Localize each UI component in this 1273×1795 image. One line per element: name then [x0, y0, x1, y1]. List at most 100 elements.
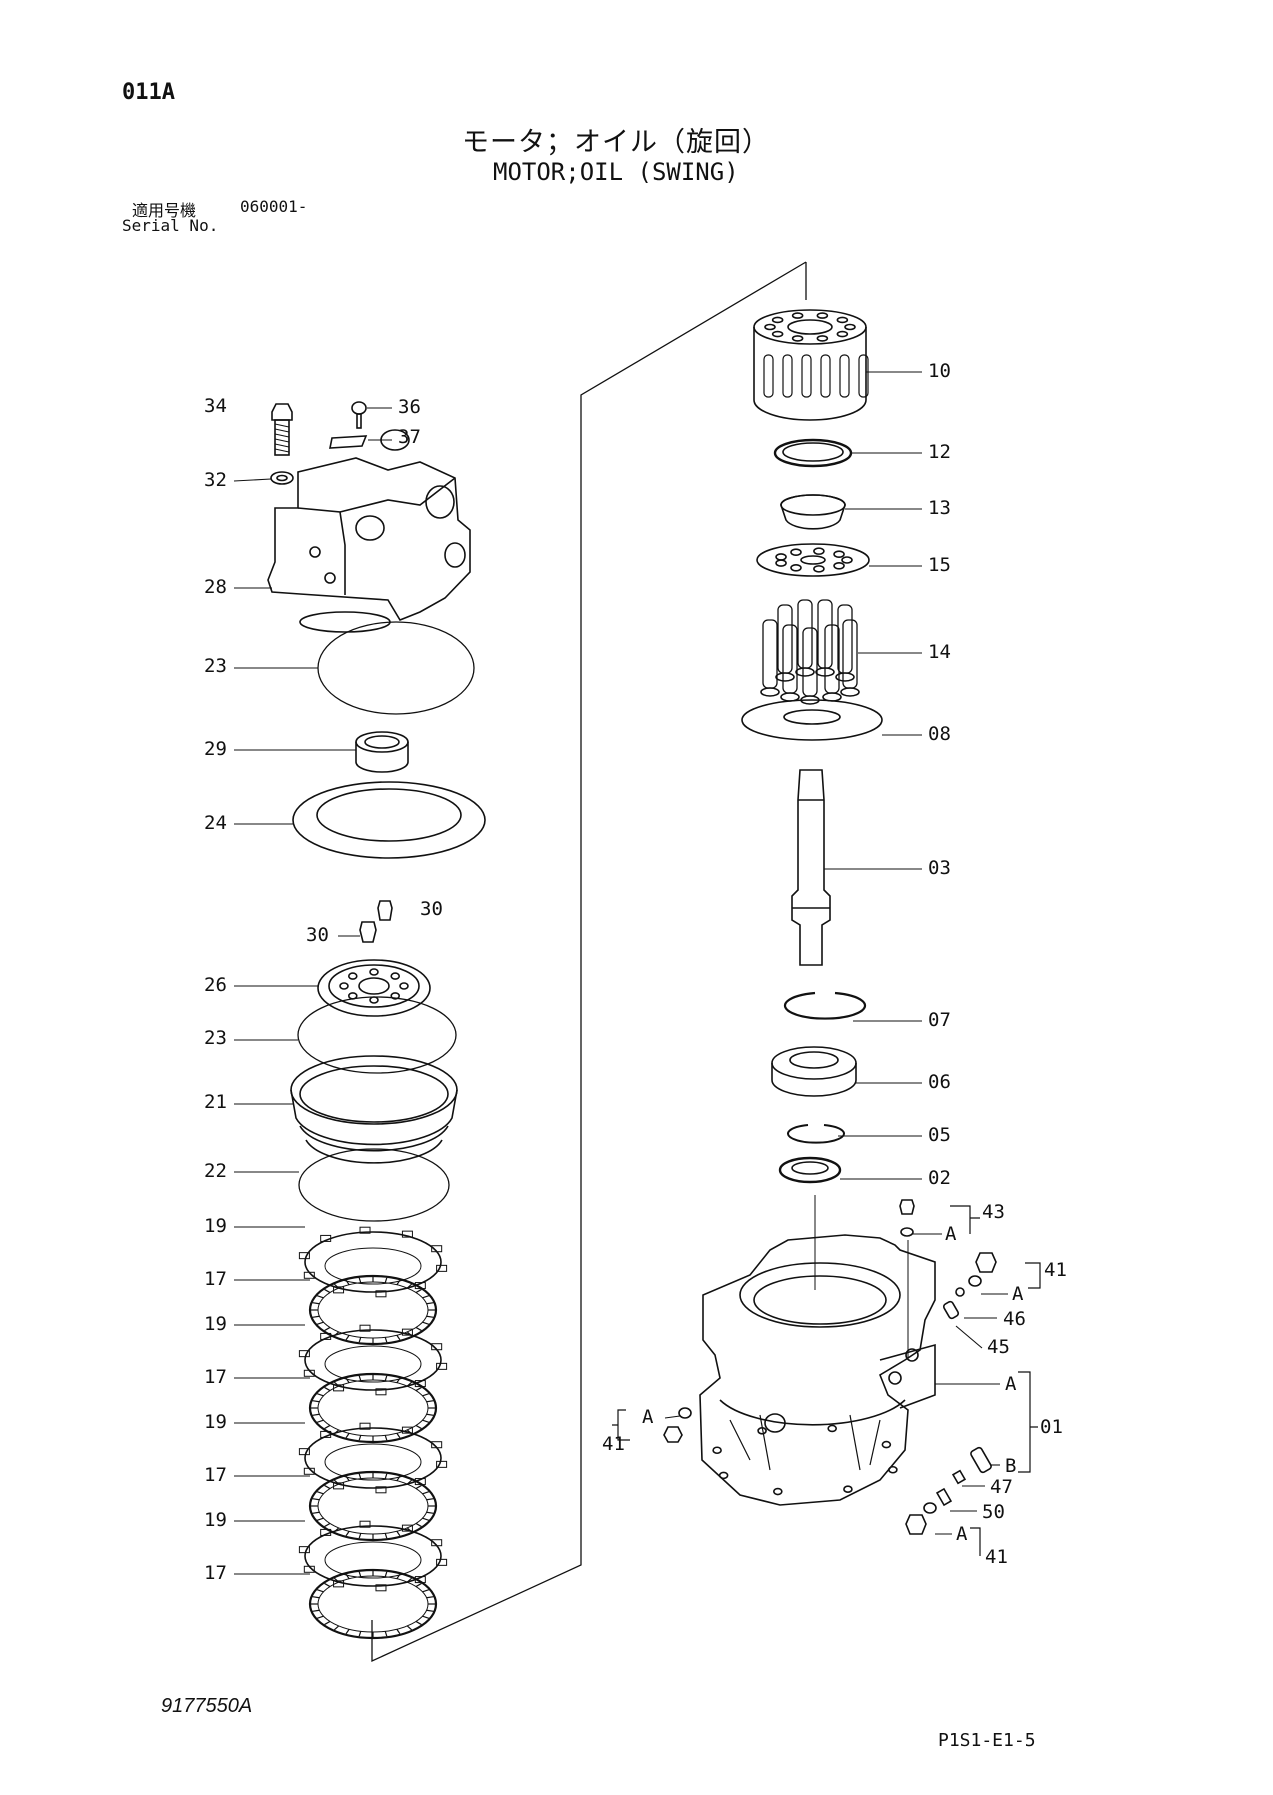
valve-cover-edges — [297, 477, 456, 595]
casing-port — [905, 1348, 919, 1362]
friction-plate-tooth — [422, 1419, 430, 1423]
retainer-ring — [773, 438, 853, 468]
friction-plate-tooth — [396, 1334, 401, 1341]
callout-right-06: 06 — [928, 1071, 951, 1093]
casing-flange-edge — [719, 1399, 906, 1426]
screw-shank — [356, 413, 362, 429]
mating-plate-lug — [320, 1528, 332, 1536]
plug-41-lower — [905, 1514, 927, 1535]
mating-plate-lug — [303, 1369, 315, 1377]
mating-plate-lug — [436, 1460, 448, 1468]
friction-plate-tooth — [396, 1475, 401, 1482]
piston — [762, 619, 778, 689]
callout-right-02: 02 — [928, 1167, 951, 1189]
mating-plate-lug — [401, 1426, 413, 1434]
callout-left-19: 19 — [204, 1411, 227, 1433]
friction-plate-tooth — [384, 1473, 388, 1479]
callout-right-47: 47 — [990, 1476, 1013, 1498]
friction-plate-tooth — [406, 1625, 413, 1631]
mating-plate — [304, 1525, 442, 1587]
cylinder-block-slot — [782, 354, 793, 398]
retainer-plate-hole — [813, 547, 825, 555]
casing-port — [888, 1371, 902, 1385]
friction-plate-tooth — [396, 1628, 401, 1635]
mating-plate-lug — [333, 1286, 345, 1294]
retainer-plate-hole — [833, 550, 845, 559]
valve-cover-port — [324, 572, 336, 584]
friction-plate-tooth — [333, 1479, 340, 1485]
friction-plate-tooth — [422, 1589, 430, 1593]
friction-plate — [308, 1568, 438, 1640]
friction-plate — [308, 1274, 438, 1346]
friction-plate-tooth — [312, 1498, 320, 1501]
piston-shoe — [760, 687, 780, 697]
friction-plate-tooth — [358, 1473, 362, 1479]
snap-ring — [783, 991, 867, 1020]
plug-41-left — [663, 1426, 683, 1443]
valve-cover-base-ring — [299, 611, 391, 633]
motor-casing-bore — [739, 1262, 901, 1328]
friction-plate-tooth — [415, 1620, 422, 1626]
callout-bracket-01 — [1018, 1371, 1038, 1473]
retainer-plate-hole — [775, 559, 787, 567]
friction-plate-inner — [317, 1575, 429, 1633]
friction-plate-tooth — [422, 1517, 430, 1521]
cylinder-block-hole — [836, 330, 849, 338]
friction-plate-tooth — [384, 1337, 388, 1343]
retainer-plate-hole — [790, 548, 802, 557]
friction-plate-tooth — [415, 1386, 422, 1392]
bolt-thread — [274, 448, 290, 453]
callout-left-28: 28 — [204, 576, 227, 598]
cylinder-block-slot — [839, 354, 850, 398]
friction-plate-tooth — [312, 1413, 320, 1416]
callout-right-41: 41 — [985, 1546, 1008, 1568]
shoe-plate — [741, 699, 883, 741]
cylinder-block-hole — [844, 323, 856, 331]
callout-left-30: 30 — [420, 898, 443, 920]
friction-plate-tooth — [384, 1277, 388, 1283]
mating-plate-inner — [324, 1247, 422, 1285]
shoe-plate-hole — [783, 709, 841, 725]
callout-right-03: 03 — [928, 857, 951, 879]
friction-plate-tooth — [426, 1511, 434, 1514]
cylinder-block-hole — [791, 312, 804, 319]
cylinder-block-slot — [801, 354, 812, 398]
retainer-plate-center — [800, 555, 826, 565]
friction-plate-tooth — [396, 1432, 401, 1439]
page-title-japanese: モータ；オイル（旋回） — [462, 127, 770, 158]
friction-plate-tooth — [316, 1491, 324, 1495]
retainer-ring-inner — [782, 442, 844, 462]
mating-plate — [304, 1427, 442, 1489]
callout-right-10: 10 — [928, 360, 951, 382]
mating-plate-inner — [324, 1541, 422, 1579]
boundary-frame-line — [371, 261, 807, 1663]
friction-plate-tooth — [358, 1435, 362, 1441]
friction-plate-tooth — [345, 1573, 350, 1580]
casing-flange-bolt-hole — [888, 1465, 898, 1474]
mating-plate — [304, 1329, 442, 1391]
friction-plate-tooth — [426, 1609, 434, 1612]
callout-right-43: 43 — [982, 1201, 1005, 1223]
spherical-bushing-top — [780, 494, 846, 516]
friction-plate-tooth — [422, 1491, 430, 1495]
callout-right-15: 15 — [928, 554, 951, 576]
serial-label-japanese: 適用号機 — [132, 201, 197, 220]
piston-ring-side — [290, 1089, 458, 1146]
friction-plate-tooth — [316, 1393, 324, 1397]
piston-ring-inner — [299, 1065, 449, 1123]
cylinder-block-hole — [816, 335, 829, 342]
mating-plate-inner — [324, 1345, 422, 1383]
friction-plate-tooth — [324, 1620, 331, 1626]
friction-plate-tooth — [333, 1625, 340, 1631]
friction-plate-tooth — [415, 1582, 422, 1588]
mating-plate-lug — [359, 1324, 371, 1332]
cylinder-block-body — [753, 327, 867, 421]
friction-plate-tooth — [384, 1631, 388, 1637]
friction-plate-tooth — [406, 1381, 413, 1387]
friction-plate-tooth — [415, 1522, 422, 1528]
callout-right-b: B — [1005, 1455, 1016, 1477]
callout-bracket-41 — [1025, 1262, 1041, 1289]
mating-plate-lug — [303, 1565, 315, 1573]
friction-plate-tooth — [316, 1589, 324, 1593]
